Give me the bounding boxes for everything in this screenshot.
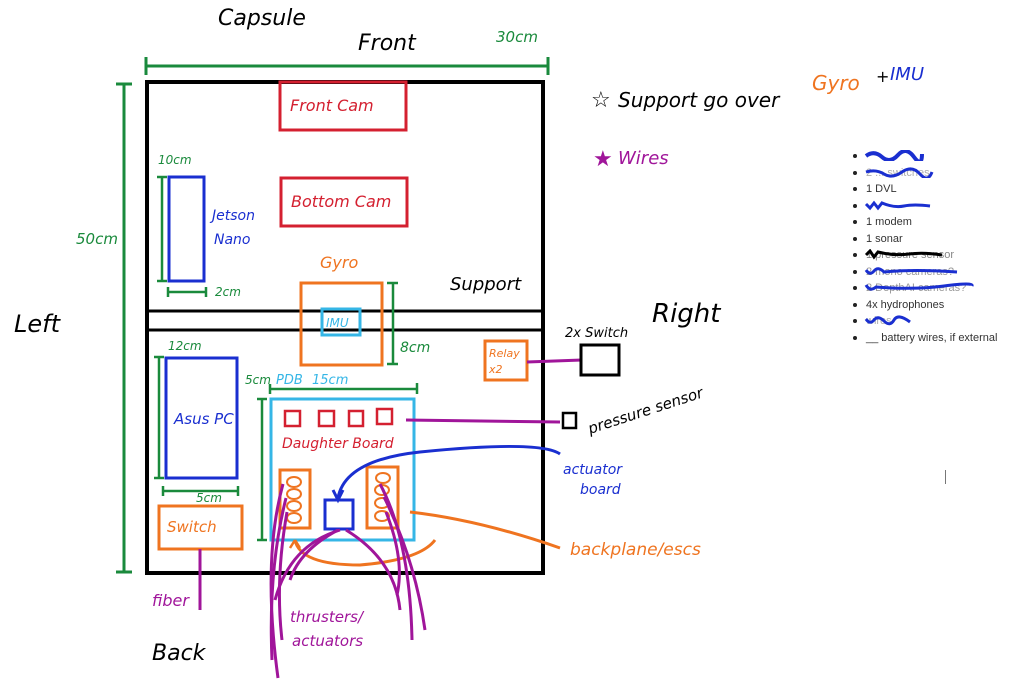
support-bar: [147, 309, 543, 332]
gyro-label: Gyro: [320, 253, 358, 272]
text-cursor: [945, 470, 946, 484]
bottom-cam-label: Bottom Cam: [291, 192, 391, 211]
strikethrough-scribble: [864, 200, 931, 210]
asus-pc-label: Asus PC: [173, 410, 234, 428]
checklist-item: __ battery wires, if external: [850, 330, 997, 347]
actuator-board-label-1: actuator: [563, 462, 623, 478]
asus-height-label: 12cm: [168, 339, 202, 353]
actuator-board-box: [323, 498, 355, 531]
fiber-label: fiber: [152, 591, 190, 610]
actuator-board-wire: [336, 445, 561, 499]
strikethrough-scribble: [865, 167, 934, 178]
thruster-wires: [269, 483, 427, 679]
bottom-cam-box: [279, 176, 409, 228]
strikethrough-scribble: [864, 282, 974, 291]
height-dimension-label: 50cm: [76, 230, 118, 248]
asus-dimension-lines: [154, 355, 240, 496]
daughter-board-label: Daughter Board: [282, 436, 394, 452]
relay-label-2: x2: [488, 363, 503, 376]
label-left: Left: [14, 310, 62, 338]
height-dimension-line: [116, 82, 132, 574]
gyro-dimension-line: [387, 281, 398, 366]
strikethrough-scribble: [864, 266, 958, 275]
checklist-item: 1 modem: [850, 214, 997, 231]
pressure-sensor-label: pressure sensor: [585, 383, 706, 438]
star-icon-black: ☆: [591, 88, 611, 113]
asus-width-label: 5cm: [196, 491, 222, 505]
checklist-item: 2 mono cameras?: [850, 264, 997, 281]
jetson-width-label: 2cm: [215, 285, 241, 299]
checklist-item: wires: [850, 313, 997, 330]
relay-label-1: Relay: [489, 347, 520, 360]
note-support: Support go over: [618, 88, 781, 112]
component-checklist: 2 ... switches 1 DVL 1 modem 1 sonar 1 p…: [850, 148, 997, 346]
backplane-loop: [293, 539, 437, 567]
jetson-height-label: 10cm: [158, 153, 192, 167]
title-capsule: Capsule: [218, 6, 306, 31]
note-plus: +: [876, 67, 889, 86]
switch-2x-label: 2x Switch: [565, 326, 628, 341]
checklist-item: 2 ... switches: [850, 165, 997, 182]
backplane-label: backplane/escs: [570, 540, 701, 560]
switch-2x-box: [579, 343, 621, 377]
strikethrough-scribble: [864, 150, 924, 161]
backplane-arrow: [288, 539, 302, 549]
checklist-item: 1 DVL: [850, 181, 997, 198]
label-support: Support: [450, 274, 522, 295]
switch-label: Switch: [167, 518, 217, 536]
front-cam-box: [278, 80, 408, 132]
front-cam-label: Front Cam: [290, 96, 374, 115]
jetson-nano-label-1: Jetson: [209, 208, 255, 224]
gyro-dimension-label: 8cm: [400, 340, 430, 356]
jetson-nano-box: [167, 175, 206, 283]
width-dimension-label: 30cm: [496, 28, 538, 46]
pressure-sensor-box: [561, 411, 578, 430]
note-imu: IMU: [890, 64, 924, 85]
imu-box: [320, 307, 362, 337]
actuator-board-label-2: board: [580, 482, 621, 498]
width-dimension-line: [144, 57, 550, 75]
strikethrough-scribble: [864, 249, 943, 260]
jetson-nano-label-2: Nano: [214, 232, 251, 248]
strikethrough-scribble: [864, 315, 911, 326]
daughter-board-connectors: [283, 407, 394, 428]
imu-label: IMU: [326, 316, 349, 330]
checklist-item: [850, 198, 997, 215]
thrusters-label-2: actuators: [292, 632, 363, 650]
checklist-item: 2 DepthAI cameras?: [850, 280, 997, 297]
pdb-width-label: 15cm: [312, 373, 348, 388]
actuator-arrow: [331, 489, 345, 504]
checklist-item: [850, 148, 997, 165]
star-icon-purple: ★: [593, 147, 613, 172]
switch-wire: [526, 358, 583, 364]
checklist-item: 1 pressure sensor: [850, 247, 997, 264]
esc-block-right: [365, 465, 400, 530]
checklist-item: 4x hydrophones: [850, 297, 997, 314]
pressure-sensor-wire: [405, 418, 561, 424]
pdb-height-label: 5cm: [245, 373, 271, 387]
label-back: Back: [152, 641, 207, 666]
note-gyro: Gyro: [812, 71, 860, 95]
thrusters-label-1: thrusters/: [290, 608, 365, 626]
label-right: Right: [652, 299, 721, 329]
asus-pc-box: [164, 356, 239, 480]
pdb-dimension-lines: [257, 383, 419, 542]
backplane-wire: [409, 510, 561, 550]
pdb-box: [269, 397, 416, 542]
gyro-box: [299, 281, 384, 367]
jetson-dimension-lines: [157, 175, 208, 297]
label-front: Front: [358, 31, 417, 56]
checklist-item: 1 sonar: [850, 231, 997, 248]
pdb-label: PDB: [276, 373, 303, 388]
note-wires: Wires: [618, 148, 669, 169]
